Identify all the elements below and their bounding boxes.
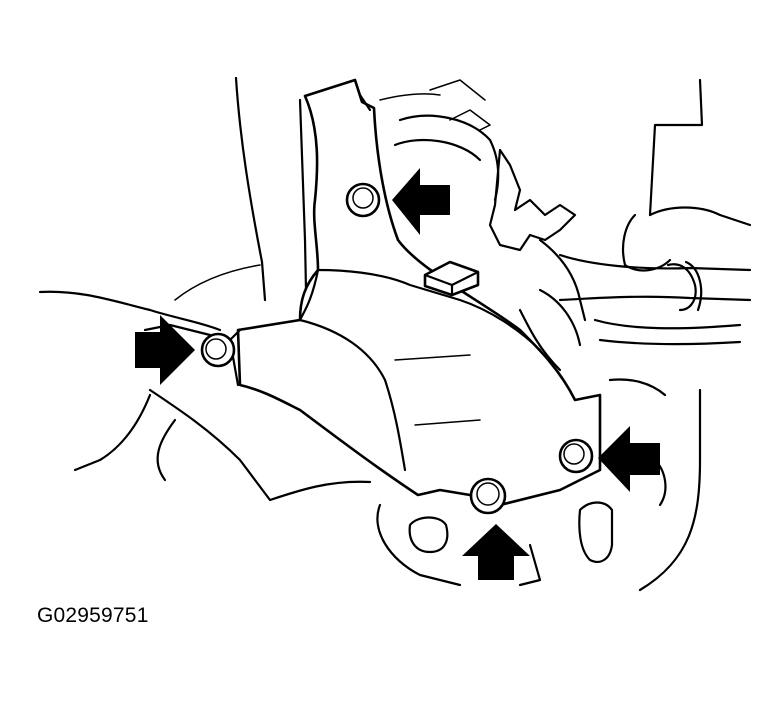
bolt-bottom: [469, 477, 507, 515]
bracket-tab: [423, 260, 480, 297]
arrow-bottom-bolt-icon: [462, 524, 530, 580]
background-engine-lines: [38, 76, 752, 592]
arrow-left-bolt-icon: [135, 315, 195, 385]
bolt-right: [558, 438, 594, 474]
bolt-upper: [345, 182, 381, 218]
arrow-right-bolt-icon: [598, 426, 660, 492]
figure-id-label: G02959751: [37, 604, 149, 627]
arrow-upper-bolt-icon: [392, 168, 450, 235]
mounting-bracket: [228, 78, 602, 507]
bolt-left: [200, 332, 236, 368]
